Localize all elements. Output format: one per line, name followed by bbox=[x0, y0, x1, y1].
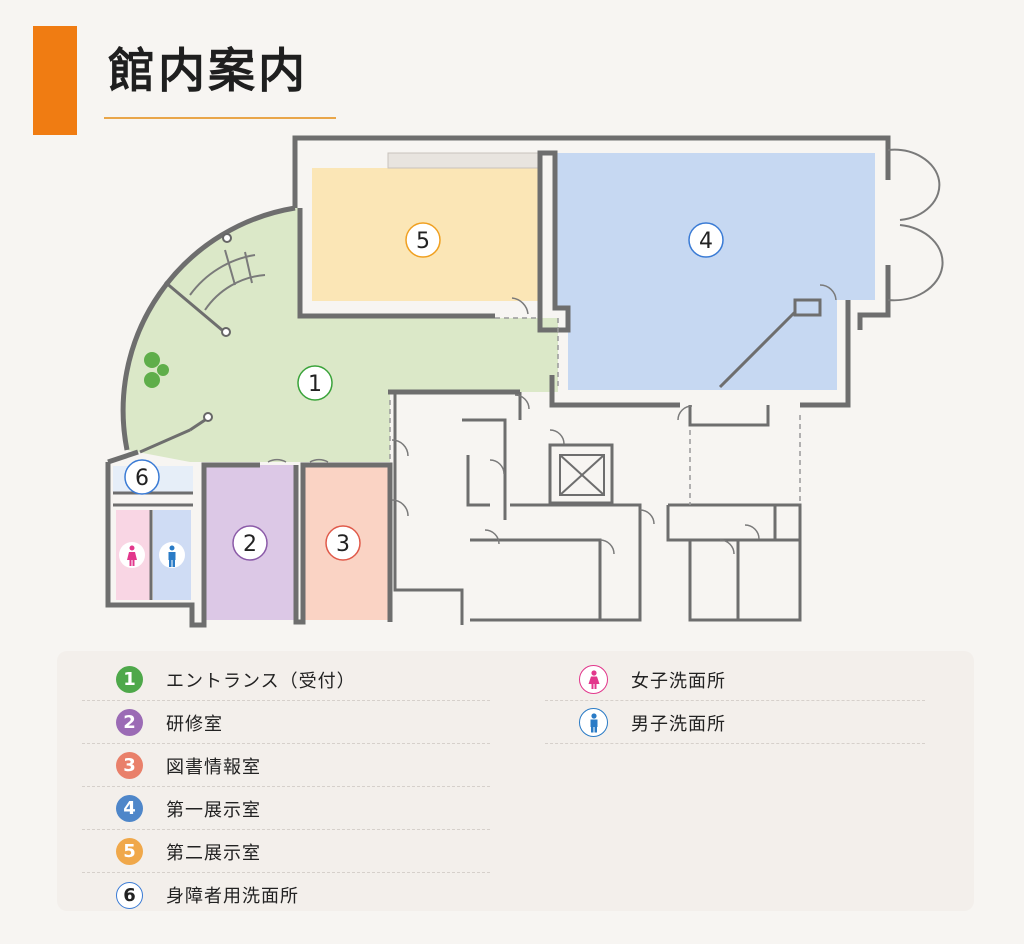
room-marker-label-4: 4 bbox=[699, 229, 713, 254]
legend-number-badge: 4 bbox=[116, 795, 143, 822]
pillar bbox=[203, 412, 213, 422]
legend-restroom-male: 男子洗面所 bbox=[545, 702, 925, 744]
female-restroom-icon bbox=[119, 542, 145, 568]
legend-item-1: 1 エントランス（受付） bbox=[82, 659, 490, 701]
legend-item-5: 5 第二展示室 bbox=[82, 831, 490, 873]
title-accent-bar bbox=[33, 26, 77, 135]
room-4-area bbox=[555, 153, 875, 390]
legend-label: 女子洗面所 bbox=[631, 670, 726, 692]
legend-panel: 1 エントランス（受付） 2 研修室 3 図書情報室 4 第一展示室 5 第二展示室 6 身障者用洗面… bbox=[57, 651, 974, 911]
legend-number-badge: 1 bbox=[116, 666, 143, 693]
female-icon bbox=[579, 665, 608, 694]
legend-label: 図書情報室 bbox=[166, 756, 261, 778]
male-restroom-icon bbox=[159, 542, 185, 568]
room-marker-3 bbox=[325, 525, 361, 561]
male-icon bbox=[579, 708, 608, 737]
plant-icon bbox=[144, 352, 169, 388]
legend-item-2: 2 研修室 bbox=[82, 702, 490, 744]
room-marker-1 bbox=[297, 365, 333, 401]
pillar bbox=[221, 327, 231, 337]
legend-number-badge: 6 bbox=[116, 881, 143, 909]
room-marker-label-1: 1 bbox=[308, 372, 322, 397]
room-marker-label-6: 6 bbox=[135, 466, 149, 491]
floor-plan-map: 1 2 3 4 5 6 bbox=[105, 135, 944, 628]
legend-item-6: 6 身障者用洗面所 bbox=[82, 874, 490, 916]
room-5-top-strip bbox=[387, 152, 541, 169]
legend-number-badge: 2 bbox=[116, 709, 143, 736]
legend-number-badge: 5 bbox=[116, 838, 143, 865]
legend-label: 第二展示室 bbox=[166, 842, 261, 864]
room-marker-label-3: 3 bbox=[336, 532, 350, 557]
room-marker-label-2: 2 bbox=[243, 532, 257, 557]
legend-item-3: 3 図書情報室 bbox=[82, 745, 490, 787]
legend-item-4: 4 第一展示室 bbox=[82, 788, 490, 830]
legend-label: 身障者用洗面所 bbox=[166, 886, 299, 907]
legend-label: 第一展示室 bbox=[166, 799, 261, 821]
legend-label: 研修室 bbox=[166, 713, 223, 735]
legend-number-badge: 3 bbox=[116, 752, 143, 779]
room-marker-label-5: 5 bbox=[416, 229, 430, 254]
room-marker-6 bbox=[124, 459, 160, 495]
legend-restroom-female: 女子洗面所 bbox=[545, 659, 925, 701]
page-title: 館内案内 bbox=[108, 44, 308, 99]
room-marker-4 bbox=[688, 222, 724, 258]
legend-label: 男子洗面所 bbox=[631, 713, 726, 735]
legend-label: エントランス（受付） bbox=[166, 670, 356, 692]
elevator-icon bbox=[548, 443, 614, 505]
room-marker-2 bbox=[232, 525, 268, 561]
title-underline bbox=[104, 117, 336, 119]
pillar bbox=[222, 233, 232, 243]
room-marker-5 bbox=[405, 222, 441, 258]
